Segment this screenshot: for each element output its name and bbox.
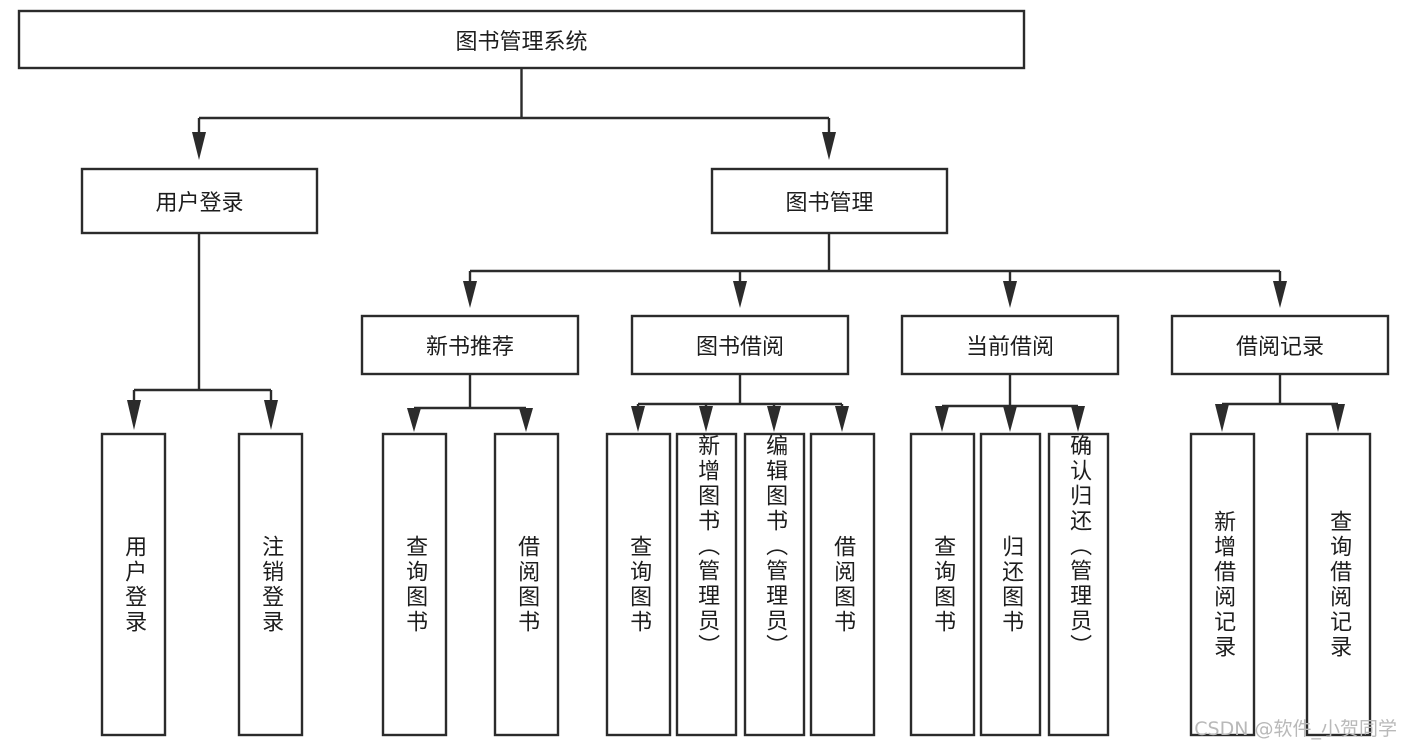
node-book-manage[interactable] bbox=[710, 167, 949, 235]
arrow-nbr-to-leaf1 bbox=[407, 408, 421, 432]
node-leaf-user-login[interactable] bbox=[100, 432, 167, 737]
edge-group-current-borrow bbox=[935, 374, 1085, 432]
arrow-bm-to-current-borrow bbox=[1003, 281, 1017, 308]
arrow-bm-to-new-book bbox=[463, 281, 477, 308]
edge-group-book-borrow bbox=[631, 374, 849, 432]
node-leaf-add-record[interactable] bbox=[1189, 432, 1256, 737]
arrow-bb-to-leaf2 bbox=[699, 406, 713, 432]
node-leaf-query-record[interactable] bbox=[1305, 432, 1372, 737]
edge-group-book-manage bbox=[463, 233, 1287, 308]
arrow-cb-to-leaf2 bbox=[1003, 406, 1017, 432]
arrow-bb-to-leaf3 bbox=[767, 406, 781, 432]
arrow-ul-to-leaf1 bbox=[127, 400, 141, 430]
arrow-nbr-to-leaf2 bbox=[519, 408, 533, 432]
arrow-bm-to-book-borrow bbox=[733, 281, 747, 308]
edge-group-borrow-record bbox=[1215, 374, 1345, 432]
node-current-borrow[interactable] bbox=[900, 314, 1120, 376]
arrow-ul-to-leaf2 bbox=[264, 400, 278, 430]
arrow-bb-to-leaf1 bbox=[631, 406, 645, 432]
node-leaf-logout[interactable] bbox=[237, 432, 304, 737]
arrow-cb-to-leaf3 bbox=[1071, 406, 1085, 432]
edge-group-new-book-recommend bbox=[407, 374, 533, 432]
arrow-bb-to-leaf4 bbox=[835, 406, 849, 432]
node-leaf-return-book[interactable] bbox=[979, 432, 1042, 737]
csdn-watermark: CSDN @软件_小贺同学 bbox=[1194, 718, 1397, 740]
node-leaf-borrow-book-2[interactable] bbox=[809, 432, 876, 737]
arrow-br-to-leaf2 bbox=[1331, 404, 1345, 432]
node-leaf-borrow-book-1[interactable] bbox=[493, 432, 560, 737]
node-new-book-recommend[interactable] bbox=[360, 314, 580, 376]
arrow-cb-to-leaf1 bbox=[935, 406, 949, 432]
node-borrow-record[interactable] bbox=[1170, 314, 1390, 376]
node-leaf-query-book-2[interactable] bbox=[605, 432, 672, 737]
node-leaf-edit-book[interactable] bbox=[743, 432, 806, 737]
arrow-root-to-book-manage bbox=[822, 132, 836, 160]
arrow-root-to-user-login bbox=[192, 132, 206, 160]
edge-group-user-login bbox=[127, 233, 278, 430]
node-leaf-query-book-1[interactable] bbox=[381, 432, 448, 737]
node-leaf-query-book-3[interactable] bbox=[909, 432, 976, 737]
node-book-borrow[interactable] bbox=[630, 314, 850, 376]
node-leaf-add-book[interactable] bbox=[675, 432, 738, 737]
arrow-br-to-leaf1 bbox=[1215, 404, 1229, 432]
node-user-login[interactable] bbox=[80, 167, 319, 235]
node-leaf-confirm-return[interactable] bbox=[1047, 432, 1110, 737]
arrow-bm-to-borrow-record bbox=[1273, 281, 1287, 308]
edge-group-root bbox=[192, 68, 836, 160]
node-root[interactable] bbox=[17, 9, 1026, 70]
